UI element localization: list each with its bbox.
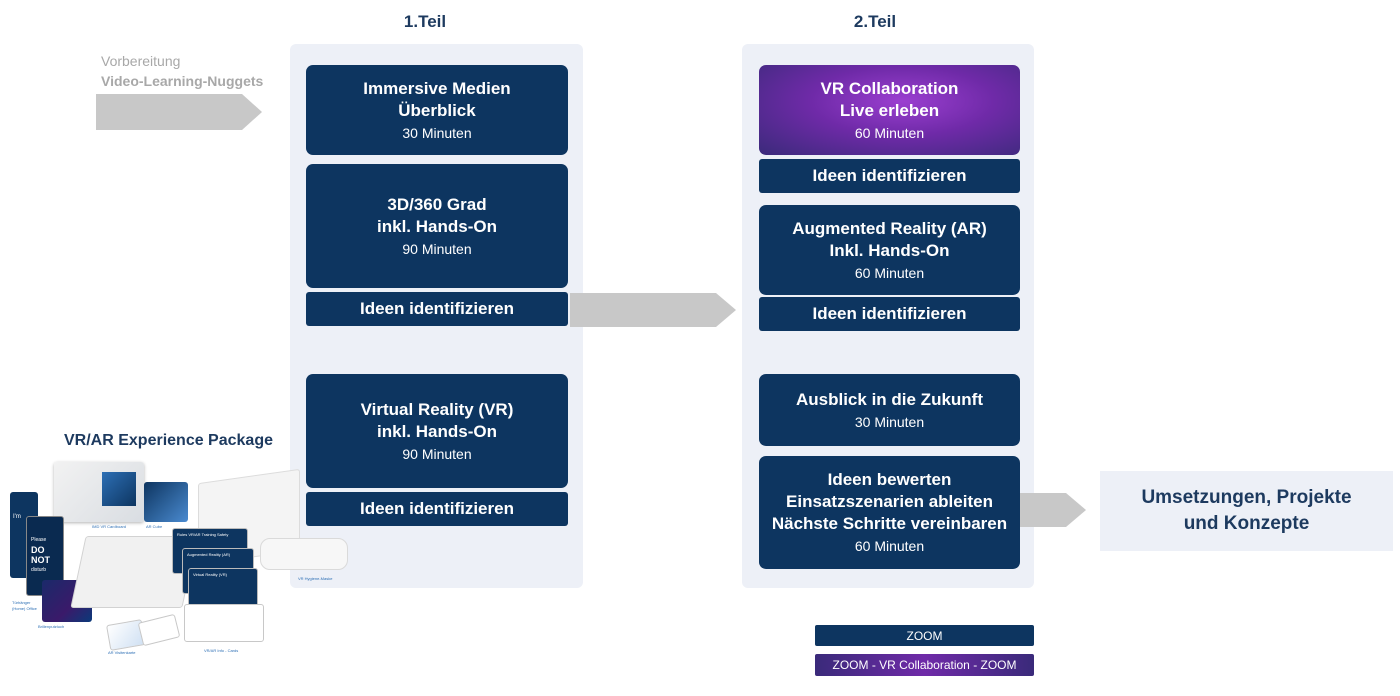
session-vr-collaboration: VR Collaboration Live erleben 60 Minuten [759,65,1020,155]
ideas-bar: Ideen identifizieren [759,159,1020,193]
session-title: Live erleben [839,100,940,120]
legend-zoom: ZOOM [815,625,1034,646]
hygiene-label: VR Hygiene-Maske [298,576,333,581]
ideas-bar: Ideen identifizieren [306,492,568,526]
prep-arrow [96,94,262,130]
info-card-white [184,604,264,642]
session-outlook: Ausblick in die Zukunft 30 Minuten [759,374,1020,446]
session-duration: 30 Minuten [402,124,472,141]
part1-heading: 1.Teil [403,12,447,31]
session-evaluate: Ideen bewerten Einsatzszenarien ableiten… [759,456,1020,569]
result-line1: Umsetzungen, Projekte [1141,487,1352,508]
cube-label: AR Cube [146,524,163,529]
cloth-label: Brillenputztuch [38,624,65,629]
session-duration: 60 Minuten [854,264,925,281]
ideas-bar: Ideen identifizieren [759,297,1020,331]
dnd-do: DO [31,545,45,555]
session-ar: Augmented Reality (AR) Inkl. Hands-On 60… [759,205,1020,295]
card-label: AR Visitenkarte [108,650,136,655]
package-image: IMD VR Cardboard AR Cube VR Hygiene-Mask… [8,458,350,658]
session-duration: 60 Minuten [854,538,925,554]
dnd-disturb: disturb [31,567,47,573]
doorhanger-line1: Türhänger [12,600,31,605]
cardboard-box [54,462,144,522]
doorhanger-line2: (Home) Office [12,606,37,611]
session-duration: 90 Minuten [402,240,472,257]
session-immersive-media: Immersive Medien Überblick 30 Minuten [306,65,568,155]
session-title: Inkl. Hands-On [829,240,950,260]
safety-label: Rules VR/AR Training Safety [177,532,229,537]
session-3d-360: 3D/360 Grad inkl. Hands-On 90 Minuten [306,164,568,288]
session-title: 3D/360 Grad [387,194,487,214]
ar-cube [144,482,188,522]
session-duration: 90 Minuten [402,445,472,462]
session-vr: Virtual Reality (VR) inkl. Hands-On 90 M… [306,374,568,488]
part2-heading: 2.Teil [853,12,897,31]
session-title: Einsatzszenarien ableiten [786,492,993,511]
session-title: inkl. Hands-On [377,216,497,236]
result-arrow [1020,493,1086,527]
doorhanger-label: Türhänger (Home) Office [12,600,37,612]
session-duration: 60 Minuten [854,124,925,141]
dnd-please: Please [31,537,47,543]
dnd-not: NOT [31,555,50,565]
ar-business-card-2 [137,613,181,647]
session-title: VR Collaboration [820,78,959,98]
session-title: Ausblick in die Zukunft [795,389,983,409]
prep-line1: Vorbereitung [101,53,181,69]
prep-label: Vorbereitung Video-Learning-Nuggets [101,51,263,91]
result-line2: und Konzepte [1183,513,1310,534]
package-title: VR/AR Experience Package [64,432,273,449]
transition-arrow [570,293,736,327]
session-title: Nächste Schritte vereinbaren [771,514,1008,533]
hygiene-mask [260,538,348,570]
session-duration: 30 Minuten [854,413,925,430]
session-title: inkl. Hands-On [377,421,497,441]
result-box: Umsetzungen, Projekte und Konzepte [1100,471,1393,551]
session-title: Augmented Reality (AR) [792,218,987,238]
ideas-bar: Ideen identifizieren [306,292,568,326]
cardboard-label: IMD VR Cardboard [92,524,127,529]
session-title: Immersive Medien [363,78,511,98]
infocards-label: VR/AR Info - Cards [204,648,239,653]
cardboard-logo-icon [102,472,136,506]
prep-line2: Video-Learning-Nuggets [101,73,264,89]
session-title: Überblick [398,100,476,120]
vr-card-label: Virtual Reality (VR) [193,572,227,577]
ar-card-label: Augmented Reality (AR) [187,552,231,557]
session-title: Virtual Reality (VR) [360,399,514,419]
legend-zoom-vr: ZOOM - VR Collaboration - ZOOM [815,654,1034,676]
session-title: Ideen bewerten [827,470,952,489]
